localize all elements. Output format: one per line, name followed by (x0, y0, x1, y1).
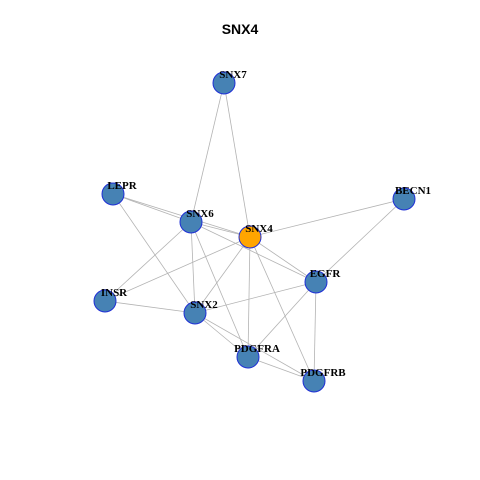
edge-snx4-pdgfrb (249, 236, 315, 382)
node-snx7[interactable] (212, 71, 236, 95)
edge-insr-snx2 (104, 300, 196, 314)
node-snx2[interactable] (183, 301, 207, 325)
node-lepr[interactable] (101, 182, 125, 206)
edge-egfr-snx2 (194, 281, 317, 314)
edge-lepr-snx2 (112, 193, 196, 314)
node-label-pdgfrb: PDGFRB (300, 367, 346, 379)
edge-snx4-snx2 (194, 236, 251, 314)
edge-becn1-egfr (315, 198, 405, 283)
edge-egfr-pdgfra (247, 281, 317, 358)
edge-lepr-snx4 (112, 193, 251, 238)
node-snx6[interactable] (179, 210, 203, 234)
edge-snx6-snx2 (190, 221, 196, 314)
edge-pdgfra-pdgfrb (247, 356, 315, 382)
edge-snx4-insr (104, 236, 251, 302)
edge-becn1-snx4 (249, 198, 405, 238)
node-snx4[interactable] (238, 225, 262, 249)
edge-lepr-snx6 (112, 193, 192, 223)
edge-snx7-snx4 (223, 82, 251, 238)
node-layer (93, 71, 416, 393)
node-label-insr: INSR (101, 287, 128, 299)
graph-title: SNX4 (221, 21, 259, 37)
node-egfr[interactable] (304, 270, 328, 294)
edge-snx2-pdgfrb (194, 312, 315, 382)
node-label-snx7: SNX7 (219, 69, 247, 81)
edge-egfr-pdgfrb (313, 281, 317, 382)
node-pdgfra[interactable] (236, 345, 260, 369)
edge-snx6-pdgfra (190, 221, 249, 358)
node-label-snx2: SNX2 (190, 299, 218, 311)
node-label-pdgfra: PDGFRA (234, 343, 280, 355)
edge-snx6-insr (104, 221, 192, 302)
node-insr[interactable] (93, 289, 117, 313)
node-pdgfrb[interactable] (302, 369, 326, 393)
edge-snx4-egfr (249, 236, 317, 283)
edge-snx6-egfr (190, 221, 317, 283)
node-label-becn1: BECN1 (395, 185, 431, 197)
edge-snx4-pdgfra (247, 236, 251, 358)
node-label-snx4: SNX4 (245, 223, 273, 235)
node-label-lepr: LEPR (107, 180, 137, 192)
node-becn1[interactable] (392, 187, 416, 211)
node-label-egfr: EGFR (310, 268, 342, 280)
node-label-snx6: SNX6 (186, 208, 214, 220)
edge-snx7-snx6 (190, 82, 225, 223)
